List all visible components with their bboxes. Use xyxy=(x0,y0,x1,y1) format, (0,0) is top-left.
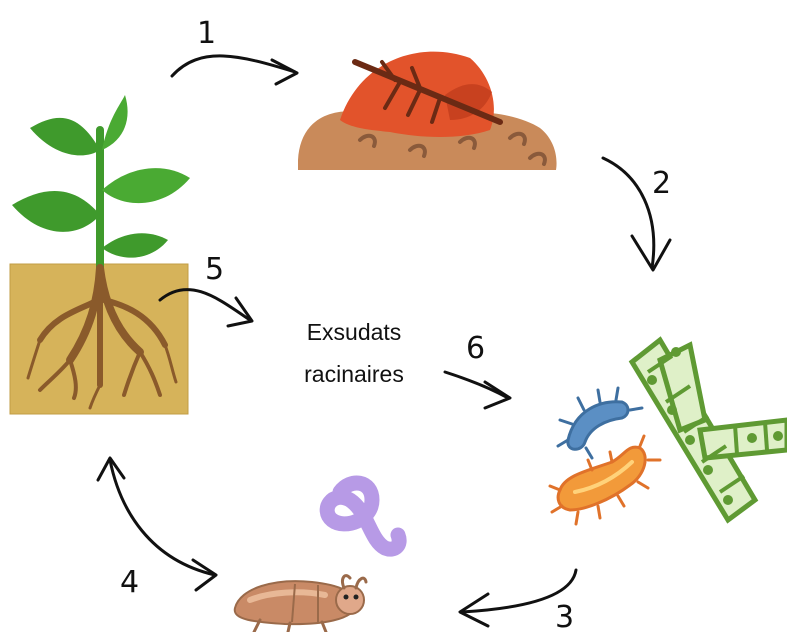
step-number-2: 2 xyxy=(652,166,671,201)
step-number-1: 1 xyxy=(197,16,216,51)
step-number-5: 5 xyxy=(205,252,224,287)
center-label-line-1: Exsudats xyxy=(307,319,402,345)
step-number-3: 3 xyxy=(555,600,574,632)
microorganisms-icon xyxy=(550,340,787,524)
arrow-4-bidirectional xyxy=(98,458,216,590)
leaf-litter-icon xyxy=(298,52,557,170)
center-label-line-2: racinaires xyxy=(304,361,404,387)
step-number-4: 4 xyxy=(120,565,139,600)
soil-fauna-icon xyxy=(235,483,399,632)
arrow-6 xyxy=(445,372,510,408)
step-number-6: 6 xyxy=(466,331,485,366)
arrow-1 xyxy=(172,56,297,84)
plant-with-roots-icon xyxy=(10,95,190,414)
